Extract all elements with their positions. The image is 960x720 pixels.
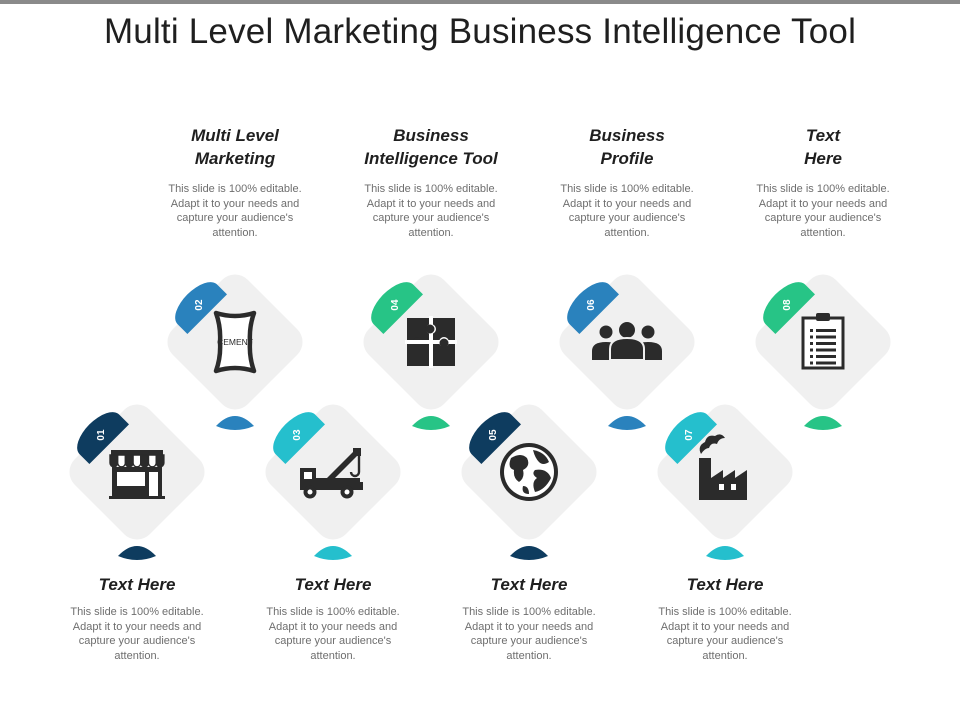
step-05-number: 05: [488, 429, 499, 441]
step-06-tile: 06: [559, 274, 695, 430]
step-08-description: This slide is 100% editable. Adapt it to…: [756, 183, 890, 239]
step-08-accent-lens: [804, 416, 842, 430]
step-06-heading: Business Profile: [589, 126, 665, 168]
step-03-number: 03: [292, 429, 303, 441]
step-03-number-tab: 03: [273, 412, 325, 464]
step-07-number: 07: [684, 429, 695, 441]
step-07-description: This slide is 100% editable. Adapt it to…: [658, 606, 792, 662]
clipboard-icon: [801, 313, 845, 370]
slide-title: Multi Level Marketing Business Intellige…: [103, 12, 857, 51]
storefront-icon: [109, 450, 165, 499]
step-03-description: This slide is 100% editable. Adapt it to…: [266, 606, 400, 662]
step-04-tile: 04: [363, 274, 499, 430]
step-03-accent-lens: [314, 546, 352, 560]
top-rule: [0, 0, 960, 4]
step-02-accent-lens: [216, 416, 254, 430]
step-05-number-tab: 05: [469, 412, 521, 464]
step-01-number-tab: 01: [77, 412, 129, 464]
globe-icon: [500, 443, 558, 501]
step-03-tile: 03: [265, 404, 401, 560]
step-06-number: 06: [586, 299, 597, 311]
step-04-heading: Business Intelligence Tool: [364, 126, 498, 168]
step-06-accent-lens: [608, 416, 646, 430]
step-02-heading: Multi Level Marketing: [191, 126, 279, 168]
step-07-accent-lens: [706, 546, 744, 560]
step-04-accent-lens: [412, 416, 450, 430]
tow-truck-icon: [300, 448, 363, 499]
step-08-tile: 08: [755, 274, 891, 430]
step-06-number-tab: 06: [567, 282, 619, 334]
step-05-accent-lens: [510, 546, 548, 560]
step-01-heading: Text Here: [98, 575, 176, 594]
factory-icon: [699, 434, 747, 500]
step-08-heading: Text Here: [804, 126, 842, 168]
step-07-diamond: [657, 404, 793, 540]
puzzle-icon: [405, 316, 457, 368]
step-07-heading: Text Here: [686, 575, 764, 594]
step-04-number-tab: 04: [371, 282, 423, 334]
step-01-description: This slide is 100% editable. Adapt it to…: [70, 606, 204, 662]
step-02-number-tab: 02: [175, 282, 227, 334]
step-02-number: 02: [194, 299, 205, 311]
step-05-tile: 05: [461, 404, 597, 560]
step-01-number: 01: [96, 429, 107, 441]
cement-label: CEMENT: [217, 337, 253, 347]
step-07-number-tab: 07: [665, 412, 717, 464]
step-05-heading: Text Here: [490, 575, 568, 594]
step-04-number: 04: [390, 299, 401, 311]
cement-bag-icon: CEMENT: [213, 310, 257, 374]
step-03-heading: Text Here: [294, 575, 372, 594]
team-icon: [592, 320, 662, 361]
step-08-number-tab: 08: [763, 282, 815, 334]
step-05-description: This slide is 100% editable. Adapt it to…: [462, 606, 596, 662]
step-04-description: This slide is 100% editable. Adapt it to…: [364, 183, 498, 239]
step-01-accent-lens: [118, 546, 156, 560]
step-08-number: 08: [782, 299, 793, 311]
step-07-tile: 07: [657, 404, 793, 560]
step-02-description: This slide is 100% editable. Adapt it to…: [168, 183, 302, 239]
step-01-tile: 01: [69, 404, 205, 560]
step-06-description: This slide is 100% editable. Adapt it to…: [560, 183, 694, 239]
